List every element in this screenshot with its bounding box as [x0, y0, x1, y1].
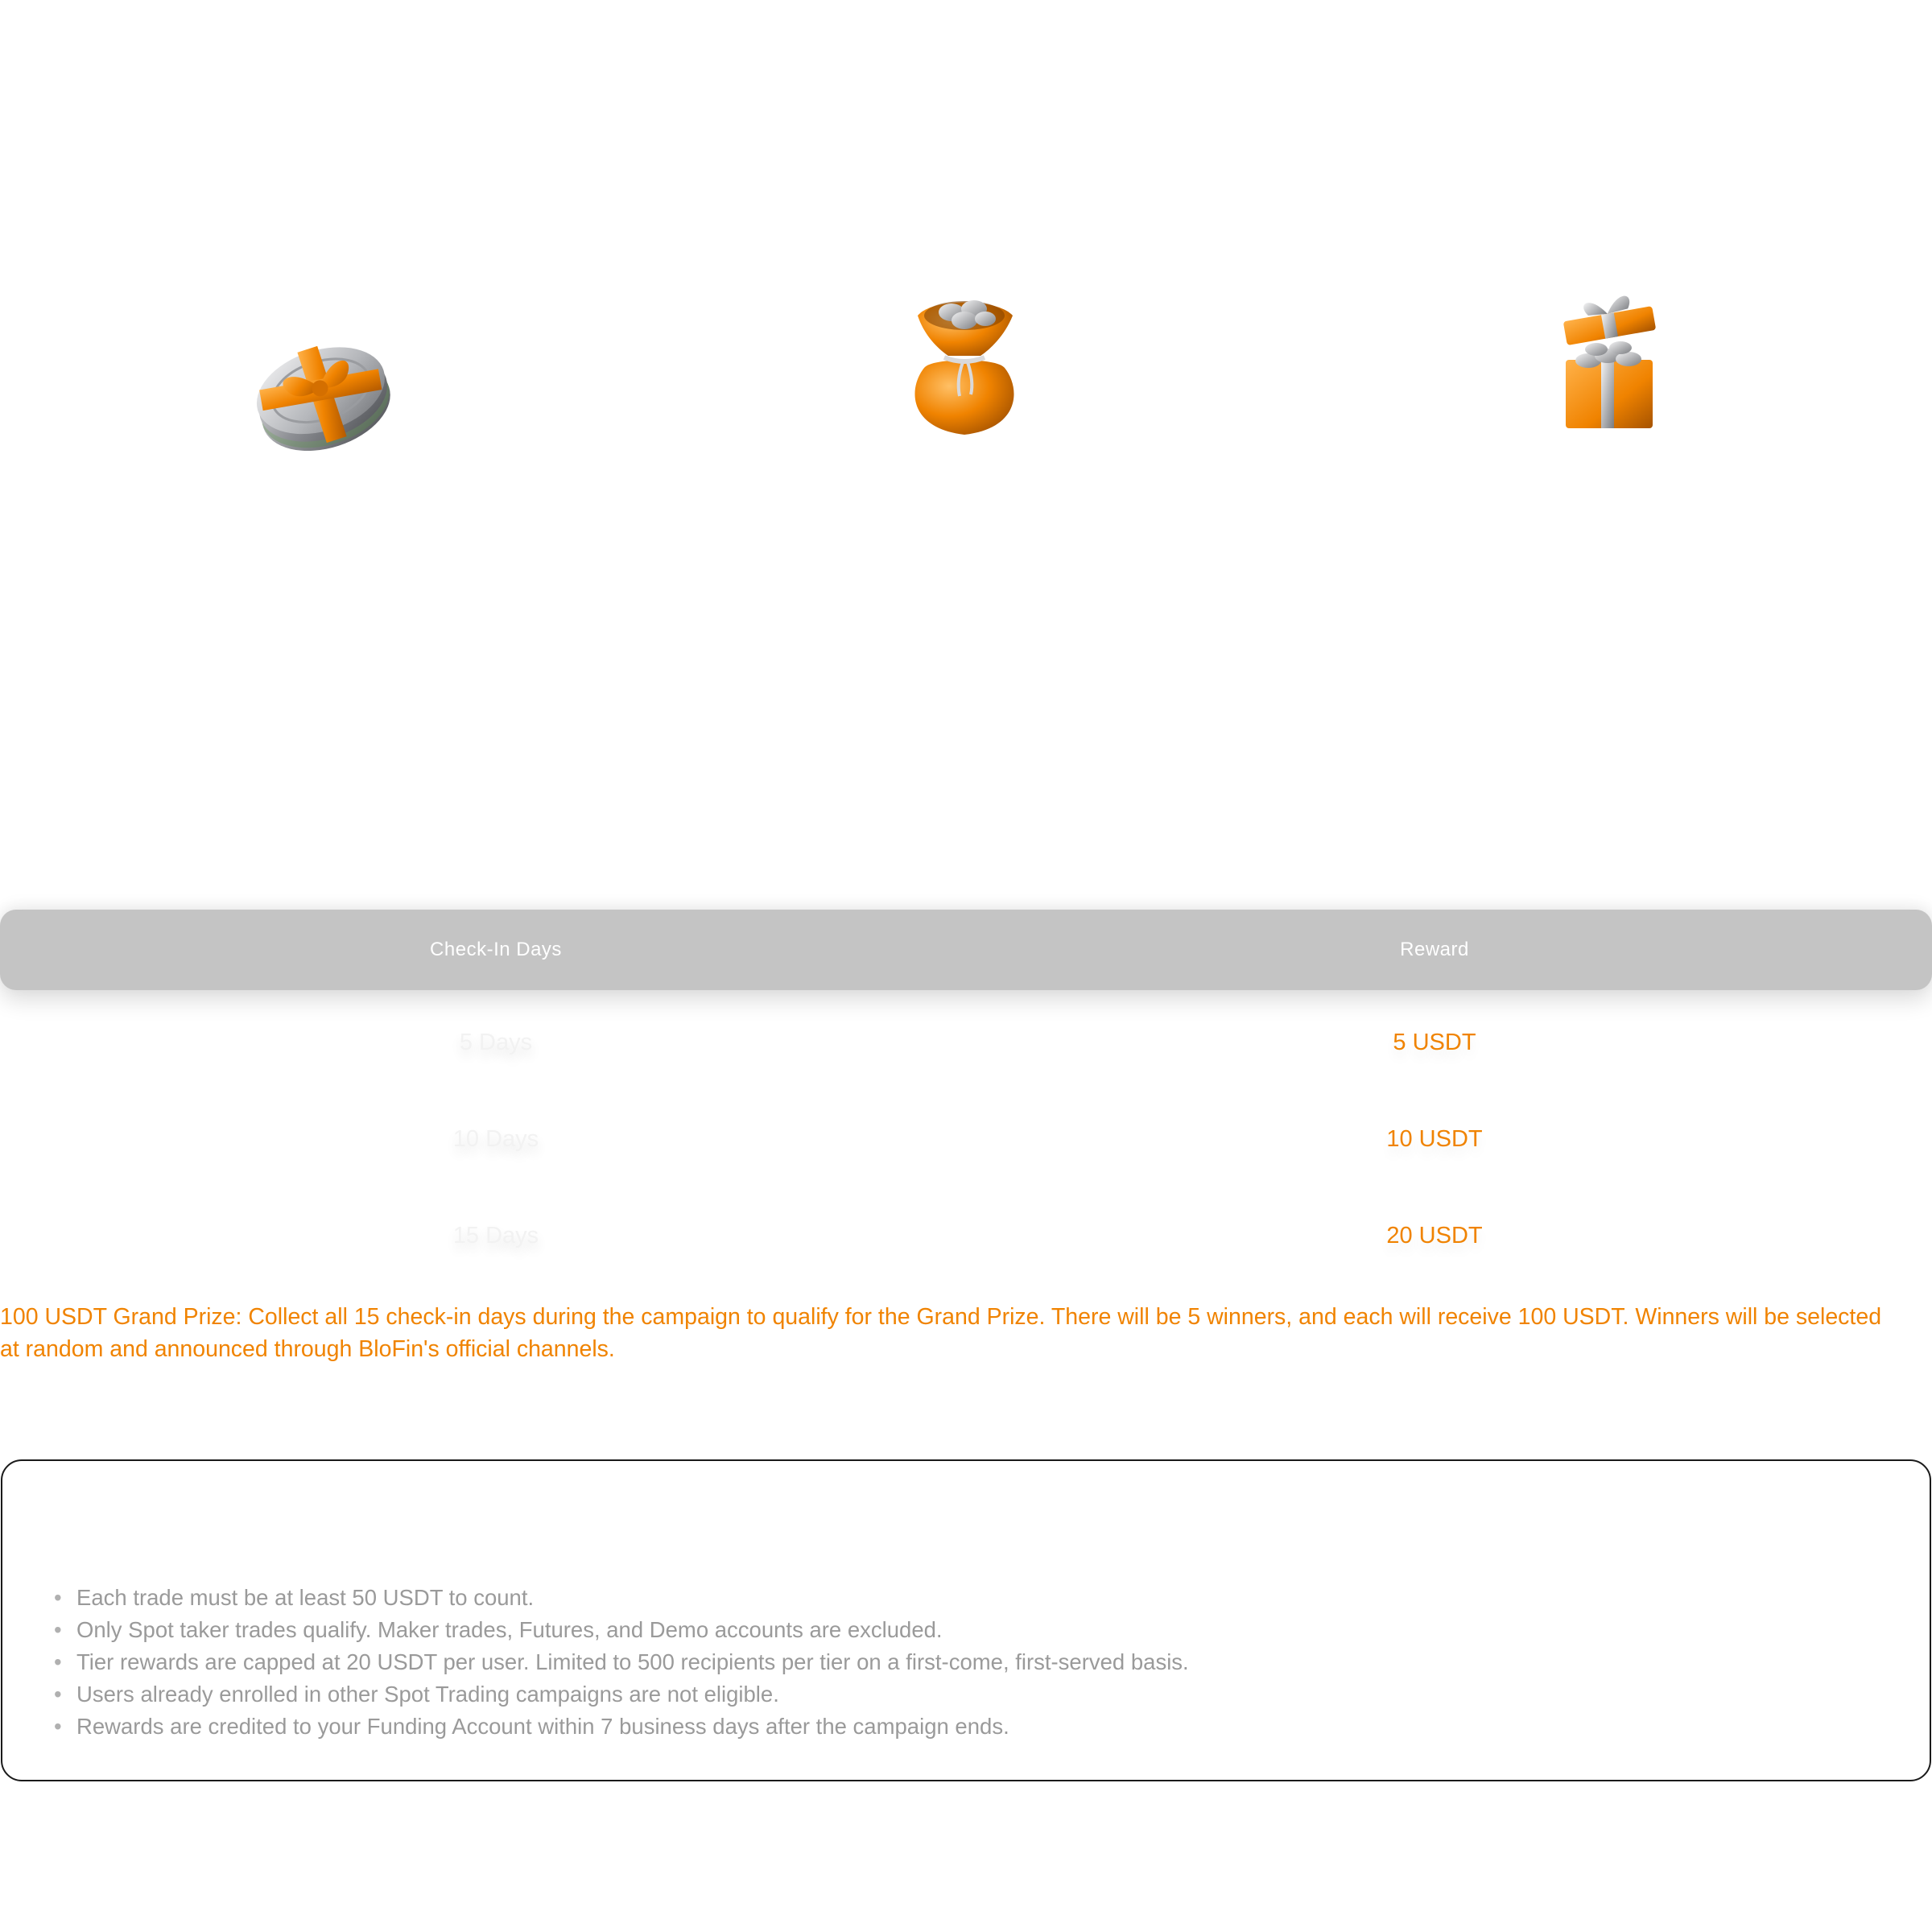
list-item: Each trade must be at least 50 USDT to c…	[54, 1582, 1189, 1614]
table-row: 15 Days 20 USDT	[0, 1187, 1932, 1284]
list-item: Rewards are credited to your Funding Acc…	[54, 1711, 1189, 1743]
list-item: Tier rewards are capped at 20 USDT per u…	[54, 1646, 1189, 1678]
rewards-table: Check-In Days Reward 5 Days 5 USDT 10 Da…	[0, 910, 1932, 1296]
gift-ribbon-coin-icon	[246, 318, 398, 463]
check-in-days-cell: 10 Days	[452, 1126, 539, 1152]
money-bag-icon	[900, 291, 1029, 440]
terms-box: Each trade must be at least 50 USDT to c…	[1, 1459, 1931, 1781]
list-item: Users already enrolled in other Spot Tra…	[54, 1678, 1189, 1711]
terms-list: Each trade must be at least 50 USDT to c…	[54, 1582, 1189, 1743]
reward-cell: 10 USDT	[1386, 1126, 1483, 1152]
list-item: Only Spot taker trades qualify. Maker tr…	[54, 1614, 1189, 1646]
check-in-days-cell: 15 Days	[452, 1223, 539, 1249]
table-header: Check-In Days Reward	[0, 910, 1932, 990]
open-gift-box-icon	[1550, 291, 1666, 432]
column-header-reward: Reward	[1400, 939, 1469, 960]
table-row: 5 Days 5 USDT	[0, 994, 1932, 1091]
reward-icons-row	[0, 0, 1932, 805]
table-row: 10 Days 10 USDT	[0, 1091, 1932, 1187]
column-header-check-in-days: Check-In Days	[430, 939, 562, 960]
grand-prize-description: 100 USDT Grand Prize: Collect all 15 che…	[0, 1304, 1882, 1362]
reward-cell: 5 USDT	[1393, 1030, 1476, 1055]
check-in-days-cell: 5 Days	[459, 1030, 533, 1055]
reward-cell: 20 USDT	[1386, 1223, 1483, 1249]
